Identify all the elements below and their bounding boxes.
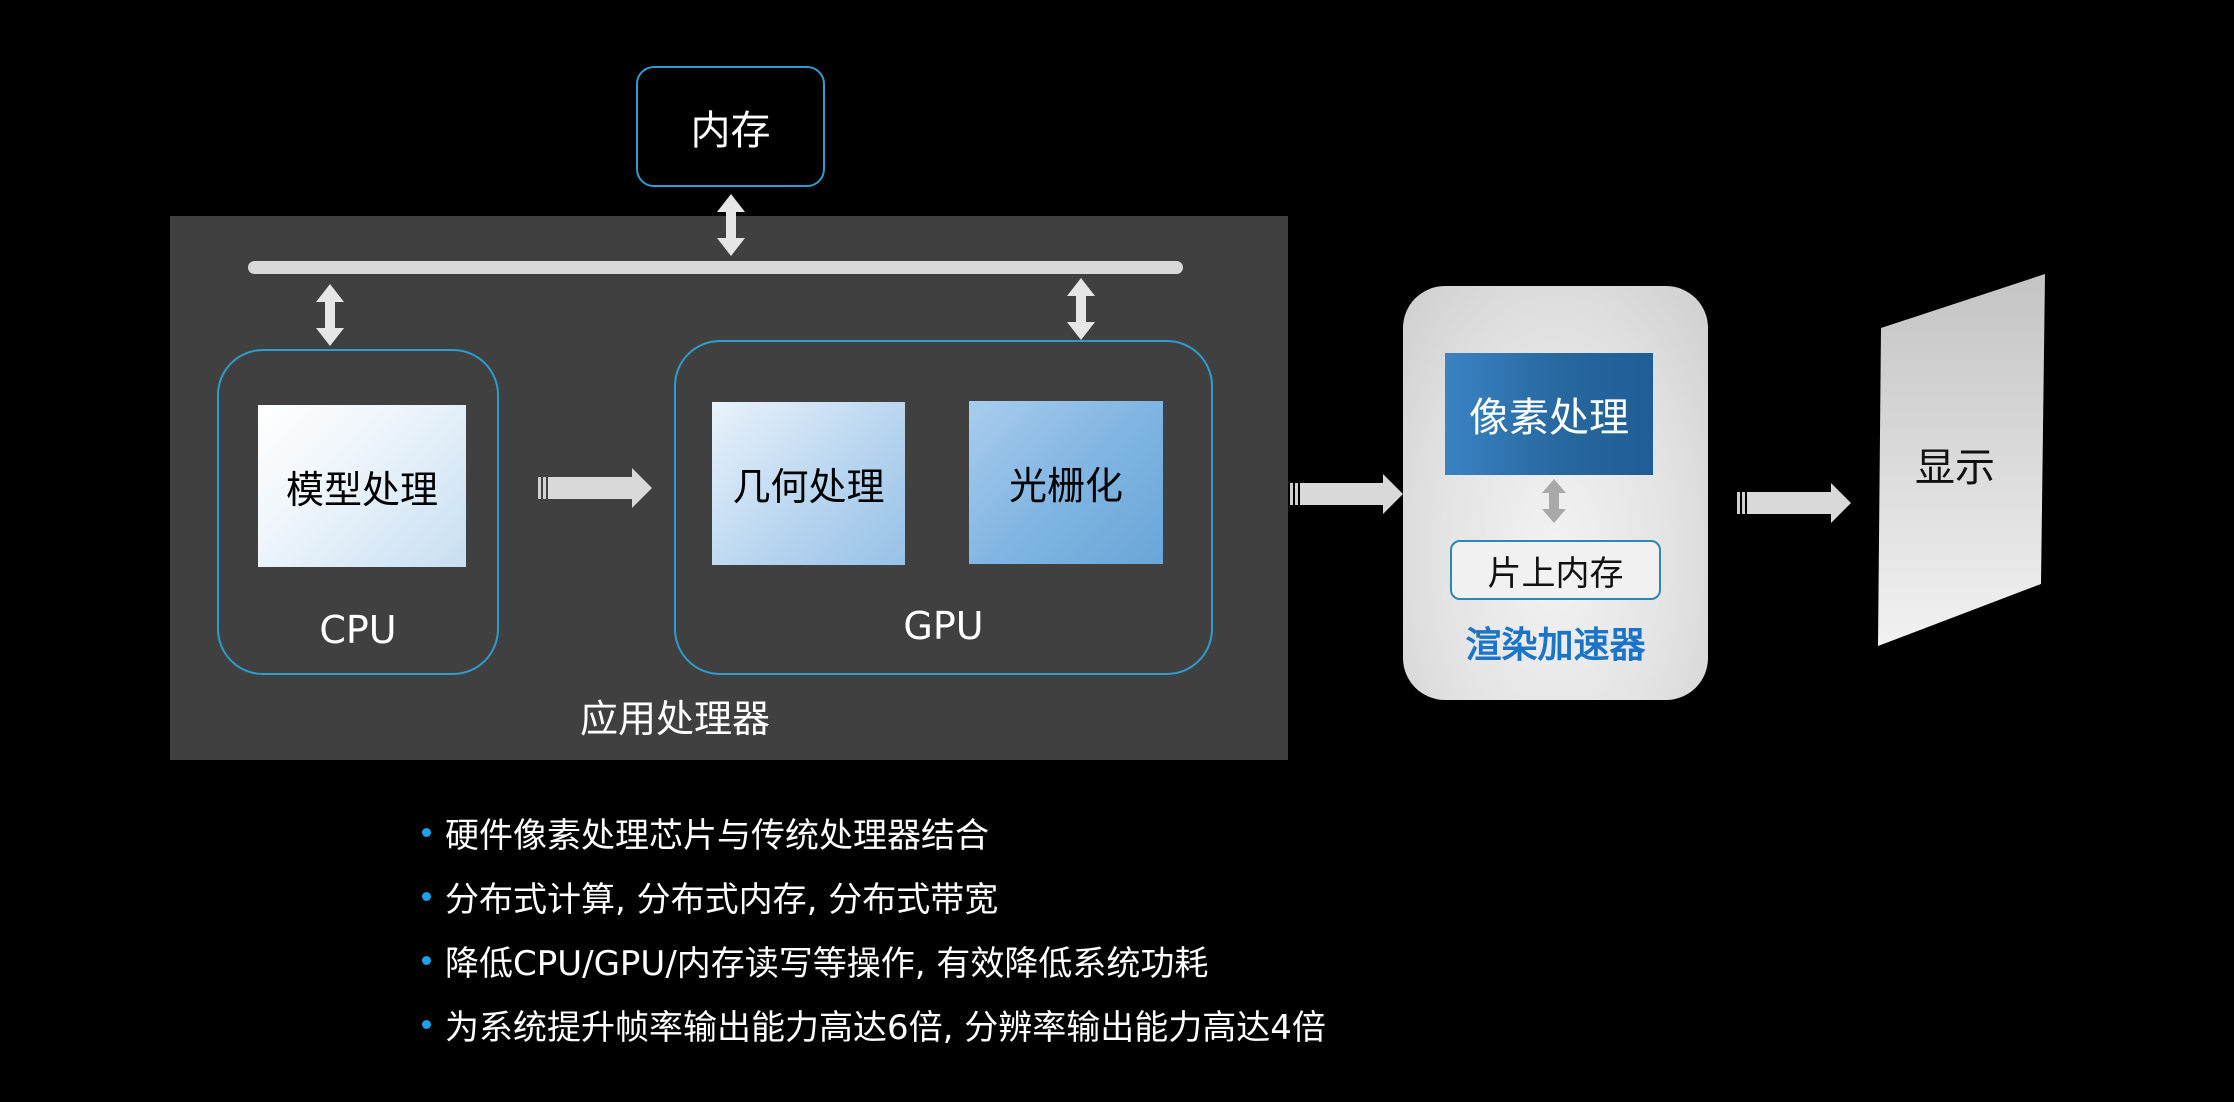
memory-bus-arrow: [717, 194, 745, 256]
bullet-list: 硬件像素处理芯片与传统处理器结合 分布式计算, 分布式内存, 分布式带宽 降低C…: [414, 800, 1914, 1056]
bullet-text: 为系统提升帧率输出能力高达6倍, 分辨率输出能力高达4倍: [445, 1007, 1326, 1048]
geometry-processing-label: 几何处理: [732, 465, 885, 509]
bullet-dot-icon: [422, 891, 431, 901]
rasterization-block: 光栅化: [969, 401, 1163, 564]
gpu-group: [674, 340, 1213, 675]
bullet-dot-icon: [422, 1019, 431, 1029]
pixel-memory-arrow: [1542, 479, 1566, 523]
bullet-dot-icon: [422, 955, 431, 965]
memory-label: 内存: [690, 107, 771, 154]
bullet-dot-icon: [422, 827, 431, 837]
memory-box: 内存: [636, 66, 825, 187]
render-accelerator-label: 渲染加速器: [1465, 625, 1646, 666]
accelerator-to-display-arrow: [1737, 483, 1851, 523]
cpu-bus-arrow: [316, 284, 344, 346]
bullet-text: 硬件像素处理芯片与传统处理器结合: [445, 815, 989, 856]
pixel-processing-block: 像素处理: [1445, 353, 1653, 475]
bullet-text: 降低CPU/GPU/内存读写等操作, 有效降低系统功耗: [445, 943, 1209, 984]
cpu-label: CPU: [319, 608, 397, 652]
rasterization-label: 光栅化: [1008, 464, 1123, 508]
model-processing-label: 模型处理: [285, 467, 438, 512]
gpu-label: GPU: [903, 604, 984, 648]
onchip-memory-label: 片上内存: [1487, 553, 1624, 594]
cpu-group: [217, 349, 499, 675]
onchip-memory-box: 片上内存: [1450, 540, 1661, 600]
list-item: 分布式计算, 分布式内存, 分布式带宽: [414, 864, 1914, 928]
gpu-bus-arrow: [1067, 278, 1095, 340]
list-item: 降低CPU/GPU/内存读写等操作, 有效降低系统功耗: [414, 928, 1914, 992]
pixel-processing-label: 像素处理: [1469, 395, 1629, 441]
bullet-text: 分布式计算, 分布式内存, 分布式带宽: [445, 879, 999, 920]
geometry-processing-block: 几何处理: [712, 402, 905, 565]
model-processing-block: 模型处理: [258, 405, 466, 567]
display-label: 显示: [1915, 445, 1995, 491]
system-bus: [248, 261, 1183, 274]
ap-to-accelerator-arrow: [1290, 474, 1403, 514]
display-screen: [1878, 274, 2045, 646]
list-item: 为系统提升帧率输出能力高达6倍, 分辨率输出能力高达4倍: [414, 992, 1914, 1056]
application-processor-label: 应用处理器: [579, 697, 770, 741]
list-item: 硬件像素处理芯片与传统处理器结合: [414, 800, 1914, 864]
cpu-to-gpu-arrow: [538, 468, 652, 508]
